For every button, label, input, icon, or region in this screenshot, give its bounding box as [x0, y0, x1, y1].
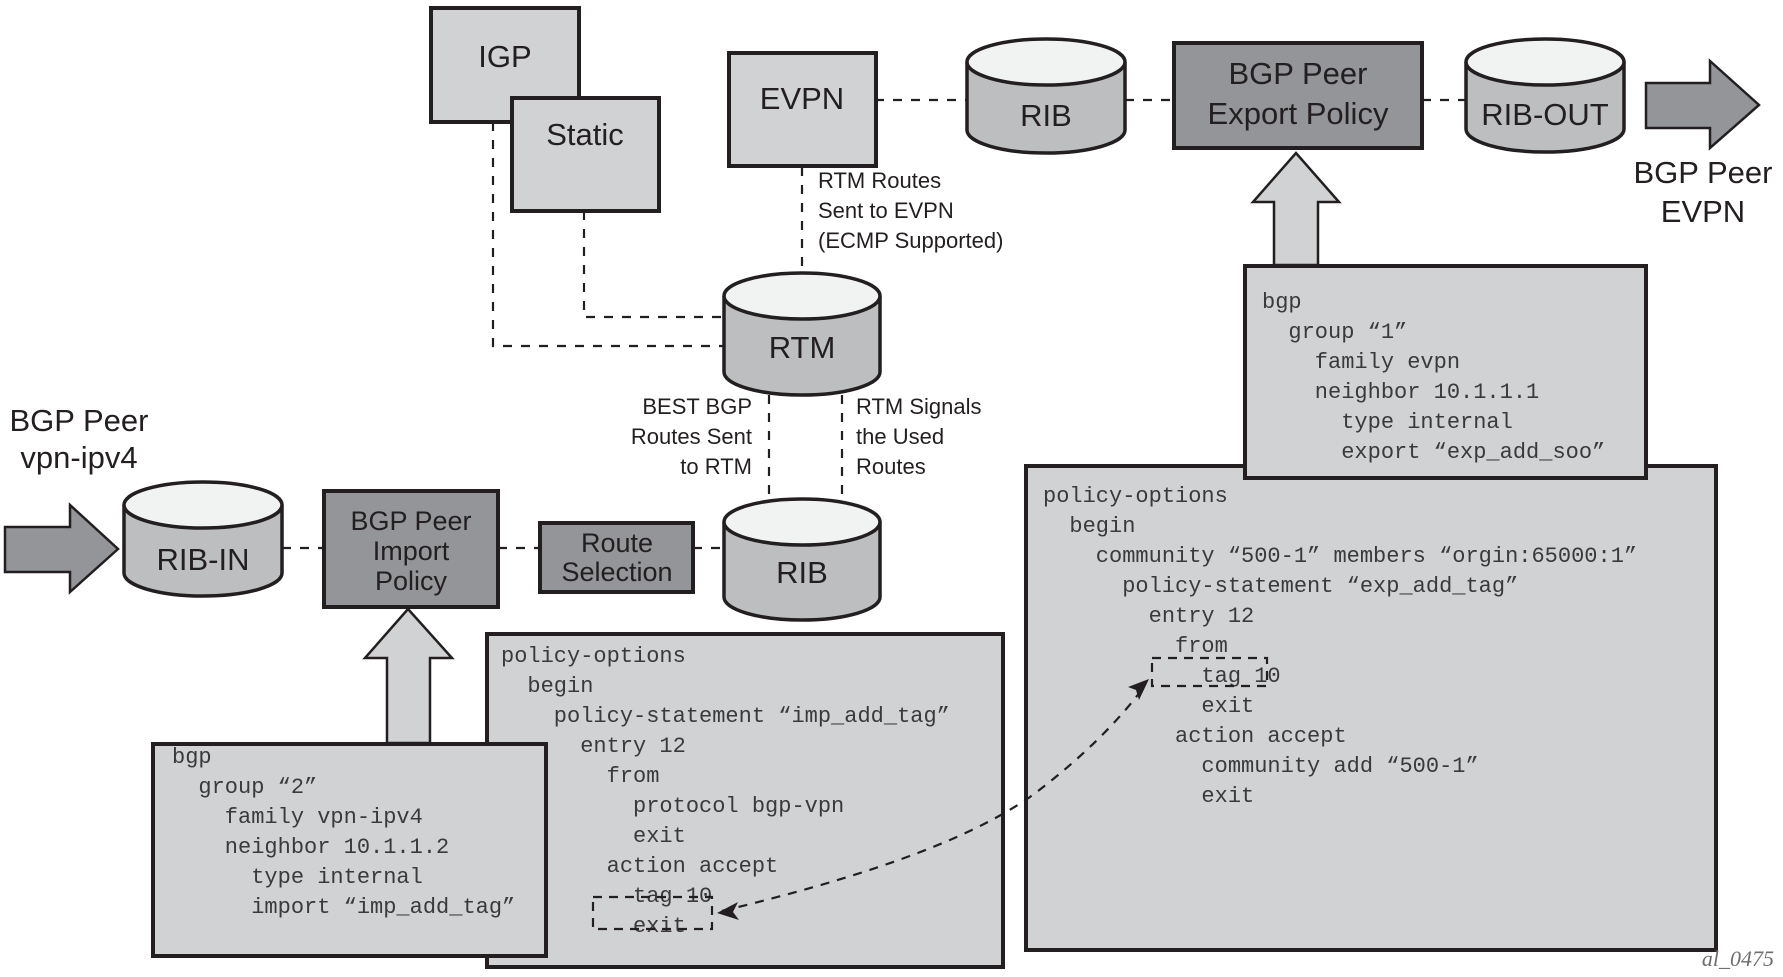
igp-box: IGP: [429, 6, 581, 124]
connectors: [282, 98, 1466, 550]
import-policy-line-1: BGP Peer: [350, 506, 471, 536]
tag-link: [717, 679, 1149, 920]
code-line: family vpn-ipv4: [172, 805, 423, 830]
code-line: protocol bgp-vpn: [501, 794, 844, 819]
export-policy-box: BGP Peer Export Policy: [1172, 41, 1424, 150]
igp-label: IGP: [478, 39, 531, 74]
vpn-peer-line-2: vpn-ipv4: [20, 440, 137, 475]
rtm-to-evpn-annotation: RTM Routes Sent to EVPN (ECMP Supported): [818, 168, 1003, 253]
rib-out-cylinder: RIB-OUT: [1464, 37, 1626, 154]
code-line: exit: [1043, 694, 1254, 719]
export-config-up-arrow: [1250, 151, 1342, 267]
export-policy-config-lines: policy-options begin community “500-1” m…: [1043, 484, 1637, 809]
code-line: policy-statement “exp_add_tag”: [1043, 574, 1518, 599]
rtm-signals-line-3: Routes: [856, 454, 926, 479]
rib-in-cylinder: RIB-IN: [122, 480, 284, 598]
import-policy-box: BGP Peer Import Policy: [322, 489, 500, 609]
code-line: group “2”: [172, 775, 317, 800]
evpn-peer-line-2: EVPN: [1661, 194, 1745, 229]
code-line: exit: [1043, 784, 1254, 809]
code-line: type internal: [1262, 410, 1513, 435]
import-policy-config-box: policy-options begin policy-statement “i…: [485, 632, 1005, 969]
rtm-signals-line-2: the Used: [856, 424, 944, 449]
import-config-up-arrow: [362, 607, 455, 745]
tag-link-arrowhead-export: [1128, 679, 1149, 700]
rib-top-cylinder: RIB: [965, 37, 1127, 155]
route-selection-box: Route Selection: [538, 521, 695, 594]
static-to-rtm-connector: [582, 211, 723, 319]
rib-bottom-cylinder: RIB: [722, 497, 882, 622]
rtm-to-evpn-line-2: Sent to EVPN: [818, 198, 954, 223]
code-line: begin: [1043, 514, 1135, 539]
code-line: tag 10: [1043, 664, 1281, 689]
rtm-signals-annotation: RTM Signals the Used Routes: [856, 394, 982, 479]
import-policy-line-3: Policy: [375, 566, 448, 596]
rib-out-label: RIB-OUT: [1481, 97, 1609, 132]
rtm-signals-line-1: RTM Signals: [856, 394, 982, 419]
rtm-label: RTM: [769, 330, 836, 365]
code-line: action accept: [1043, 724, 1347, 749]
export-policy-line-2: Export Policy: [1208, 96, 1389, 131]
rtm-to-evpn-line-1: RTM Routes: [818, 168, 941, 193]
static-box: Static: [510, 96, 661, 213]
export-policy-line-1: BGP Peer: [1228, 56, 1367, 91]
best-bgp-line-2: Routes Sent: [631, 424, 752, 449]
rib-top-label: RIB: [1020, 98, 1072, 133]
vpn-peer-in-arrow: [3, 502, 120, 595]
tag-link-arrowhead-import: [717, 902, 739, 920]
figure-id: al_0475: [1702, 946, 1774, 971]
best-bgp-line-3: to RTM: [680, 454, 752, 479]
code-line: neighbor 10.1.1.2: [172, 835, 449, 860]
evpn-peer-line-1: BGP Peer: [1633, 155, 1772, 190]
import-bgp-config-box: bgp group “2” family vpn-ipv4 neighbor 1…: [151, 742, 548, 958]
route-selection-line-2: Selection: [561, 557, 672, 587]
export-bgp-config-lines: bgp group “1” family evpn neighbor 10.1.…: [1262, 290, 1605, 465]
code-line: begin: [501, 674, 593, 699]
best-bgp-annotation: BEST BGP Routes Sent to RTM: [631, 394, 752, 479]
evpn-box: EVPN: [727, 51, 878, 168]
best-bgp-line-1: BEST BGP: [642, 394, 752, 419]
code-line: type internal: [172, 865, 423, 890]
rib-in-label: RIB-IN: [157, 542, 250, 577]
export-policy-config-box: policy-options begin community “500-1” m…: [1024, 464, 1718, 952]
rtm-cylinder: RTM: [722, 271, 882, 397]
code-line: policy-statement “imp_add_tag”: [501, 704, 950, 729]
code-line: bgp: [1262, 290, 1302, 315]
code-line: import “imp_add_tag”: [172, 895, 515, 920]
code-line: policy-options: [1043, 484, 1228, 509]
igp-to-rtm-connector: [491, 122, 723, 348]
code-line: community “500-1” members “orgin:65000:1…: [1043, 544, 1637, 569]
code-line: group “1”: [1262, 320, 1407, 345]
code-line: policy-options: [501, 644, 686, 669]
code-line: entry 12: [1043, 604, 1254, 629]
vpn-peer-label: BGP Peer vpn-ipv4: [9, 403, 148, 475]
code-line: from: [1043, 634, 1228, 659]
code-line: family evpn: [1262, 350, 1460, 375]
export-bgp-config-box: bgp group “1” family evpn neighbor 10.1.…: [1243, 264, 1648, 480]
code-line: export “exp_add_soo”: [1262, 440, 1605, 465]
evpn-peer-out-arrow: [1644, 58, 1761, 151]
import-bgp-config-lines: bgp group “2” family vpn-ipv4 neighbor 1…: [172, 745, 515, 920]
import-tag-highlight: [591, 895, 714, 931]
vpn-peer-line-1: BGP Peer: [9, 403, 148, 438]
export-tag-highlight: [1150, 656, 1269, 688]
route-selection-line-1: Route: [581, 528, 653, 558]
code-line: neighbor 10.1.1.1: [1262, 380, 1539, 405]
rtm-to-evpn-line-3: (ECMP Supported): [818, 228, 1003, 253]
import-policy-line-2: Import: [373, 536, 450, 566]
rib-bottom-label: RIB: [776, 555, 828, 590]
evpn-peer-label: BGP Peer EVPN: [1633, 155, 1772, 229]
code-line: community add “500-1”: [1043, 754, 1479, 779]
code-line: bgp: [172, 745, 212, 770]
static-label: Static: [546, 117, 624, 152]
evpn-label: EVPN: [760, 81, 844, 116]
